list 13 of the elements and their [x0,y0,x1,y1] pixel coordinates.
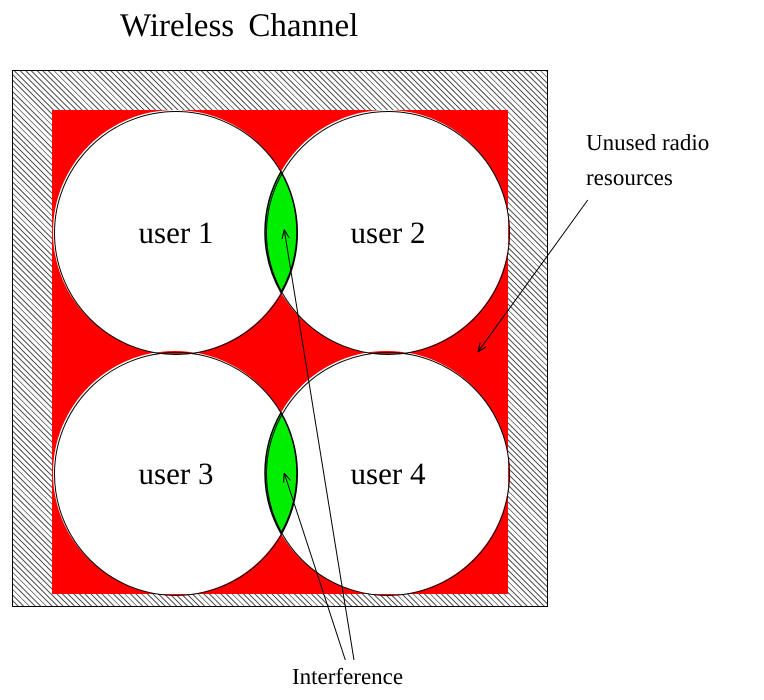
user-label: user 2 [350,215,426,251]
leader-arrow [283,472,346,660]
annotation-text: Unused radio resources [586,126,762,195]
user-label: user 1 [138,215,214,251]
interference-lens [264,412,298,534]
leader-arrow [282,229,354,660]
user-label: user 3 [138,456,214,492]
interference-lens [264,170,298,294]
diagram-title: Wireless Channel [120,8,358,45]
user-label: user 4 [350,456,426,492]
unused-region [52,110,508,594]
annotation-text: Interference [292,660,416,694]
leader-arrow [477,200,588,353]
